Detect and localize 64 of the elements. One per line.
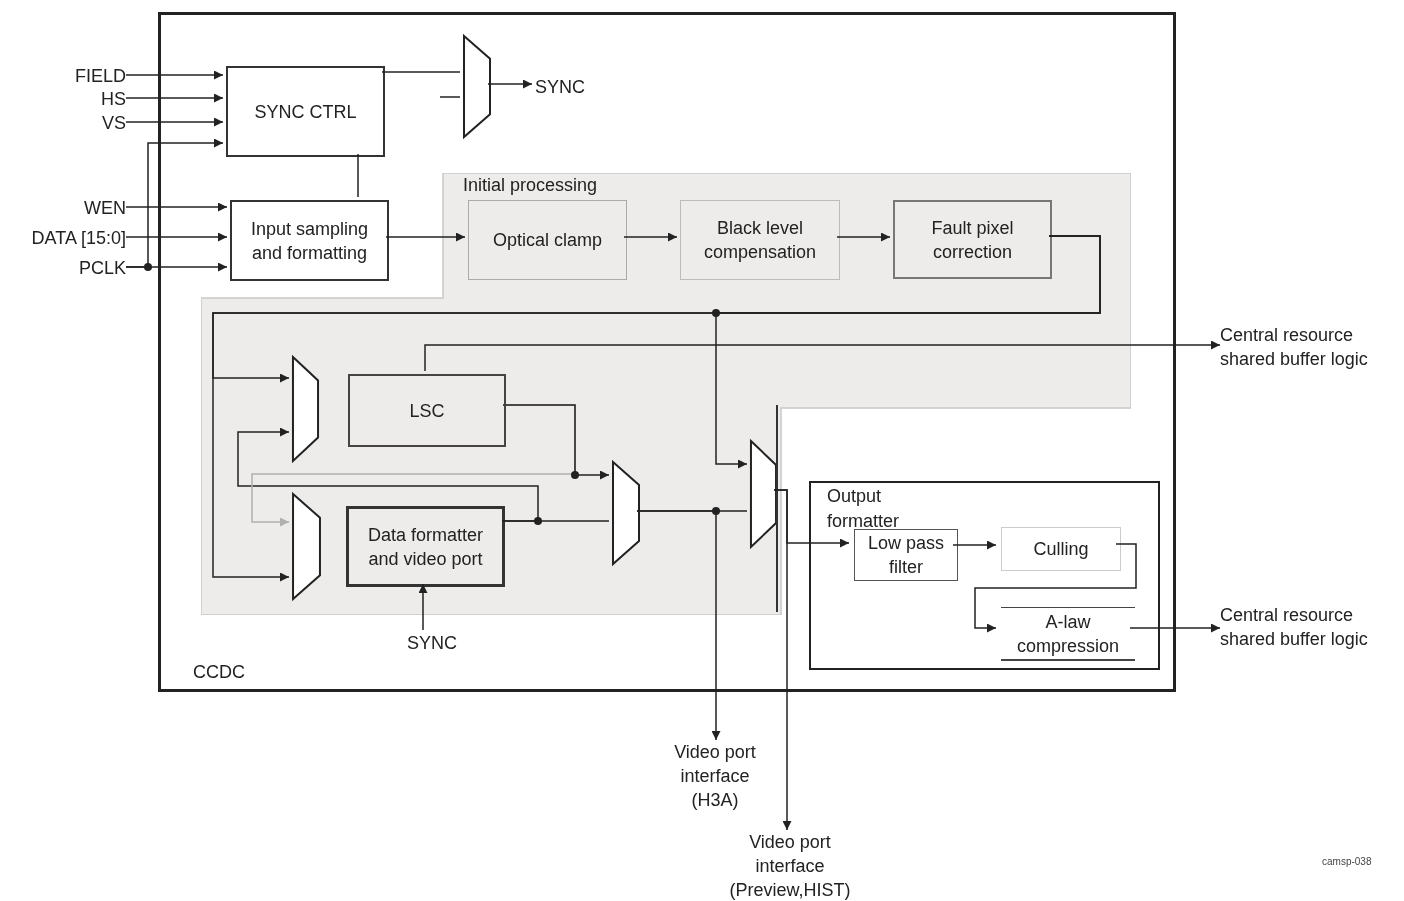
arrow bbox=[952, 540, 997, 550]
arrow bbox=[1129, 623, 1221, 633]
arrow bbox=[424, 340, 1221, 372]
multiplexer-symbol bbox=[292, 356, 319, 462]
arrow bbox=[715, 235, 1101, 469]
multiplexer-symbol bbox=[463, 35, 491, 138]
arrow bbox=[836, 232, 891, 242]
block-frame bbox=[158, 12, 1176, 692]
signal-label: VS bbox=[102, 112, 126, 135]
multiplexer-symbol bbox=[612, 461, 640, 565]
figure-id: camsp-038 bbox=[1322, 855, 1372, 869]
output-label: Central resource shared buffer logic bbox=[1220, 604, 1369, 651]
process-box bbox=[230, 200, 389, 281]
arrow bbox=[125, 93, 224, 103]
box-label: SYNC CTRL bbox=[254, 100, 357, 124]
process-box bbox=[346, 506, 505, 587]
group-box bbox=[809, 481, 1160, 670]
box-label: Low pass filter bbox=[866, 532, 945, 579]
box-label: Fault pixel correction bbox=[930, 216, 1015, 264]
signal-label: SYNC bbox=[535, 76, 585, 99]
arrow bbox=[125, 117, 224, 127]
box-label: Optical clamp bbox=[492, 229, 602, 252]
box-label: A-law compression bbox=[1015, 610, 1120, 658]
box-label: Black level compensation bbox=[702, 217, 818, 264]
arrow bbox=[623, 232, 678, 242]
box-label: Culling bbox=[1033, 538, 1089, 561]
group-title: Output formatter bbox=[827, 486, 900, 531]
arrow bbox=[125, 232, 228, 242]
process-box bbox=[468, 200, 627, 280]
process-box bbox=[680, 200, 840, 280]
arrow bbox=[487, 79, 533, 89]
arrow bbox=[125, 202, 228, 212]
signal-label: SYNC bbox=[407, 632, 457, 655]
arrow bbox=[125, 70, 224, 80]
signal-label: FIELD bbox=[75, 65, 126, 88]
output-label: Video port interface (Preview,HIST) bbox=[729, 831, 851, 901]
arrow bbox=[773, 489, 792, 831]
multiplexer-symbol bbox=[292, 493, 321, 600]
arrow bbox=[502, 404, 610, 480]
arrow bbox=[974, 543, 1137, 633]
connector-line bbox=[439, 96, 461, 98]
signal-label: WEN bbox=[84, 197, 126, 220]
connector-line bbox=[357, 153, 359, 198]
connector-line bbox=[381, 71, 461, 73]
signal-label: PCLK bbox=[78, 257, 126, 280]
output-label: Central resource shared buffer logic bbox=[1220, 324, 1369, 371]
box-label: Data formatter and video port bbox=[366, 523, 484, 571]
signal-label: DATA [15:0] bbox=[31, 227, 126, 250]
arrow bbox=[385, 232, 466, 242]
process-box bbox=[854, 529, 958, 581]
process-box bbox=[226, 66, 385, 157]
arrow bbox=[418, 583, 428, 631]
multiplexer-symbol bbox=[750, 440, 777, 548]
arrow bbox=[636, 510, 721, 741]
process-box bbox=[1001, 527, 1121, 571]
process-box bbox=[893, 200, 1052, 279]
process-box bbox=[348, 374, 506, 447]
output-label: Video port interface (H3A) bbox=[673, 741, 757, 812]
box-label: Input sampling and formatting bbox=[249, 217, 370, 265]
box-label: LSC bbox=[409, 399, 445, 423]
block-title: CCDC bbox=[193, 662, 245, 682]
signal-label: HS bbox=[101, 88, 126, 111]
arrow bbox=[125, 262, 228, 272]
region-title: Initial processing bbox=[463, 175, 598, 195]
